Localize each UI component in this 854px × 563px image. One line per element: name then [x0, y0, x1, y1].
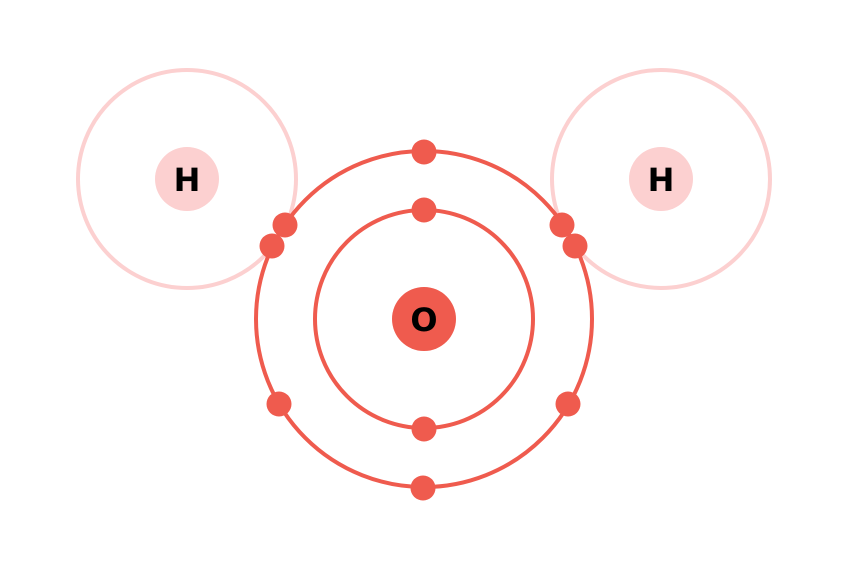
hydrogen-left-label: H	[174, 161, 201, 199]
hydrogen-atom-left: H	[76, 68, 298, 290]
electron	[549, 212, 575, 238]
hydrogen-atom-right: H	[550, 68, 772, 290]
electron	[562, 233, 588, 259]
electron	[266, 391, 292, 417]
oxygen-nucleus	[392, 287, 456, 351]
hydrogen-left-nucleus	[155, 147, 219, 211]
hydrogen-right-label: H	[648, 161, 675, 199]
electron	[259, 233, 285, 259]
hydrogen-right-nucleus	[629, 147, 693, 211]
electron	[555, 391, 581, 417]
electron	[411, 416, 437, 442]
electron	[272, 212, 298, 238]
hydrogen-left-shell	[76, 68, 298, 290]
electron	[411, 139, 437, 165]
electron	[411, 197, 437, 223]
electron	[410, 475, 436, 501]
electrons	[259, 139, 588, 501]
oxygen-label: O	[410, 301, 437, 339]
hydrogen-right-shell	[550, 68, 772, 290]
